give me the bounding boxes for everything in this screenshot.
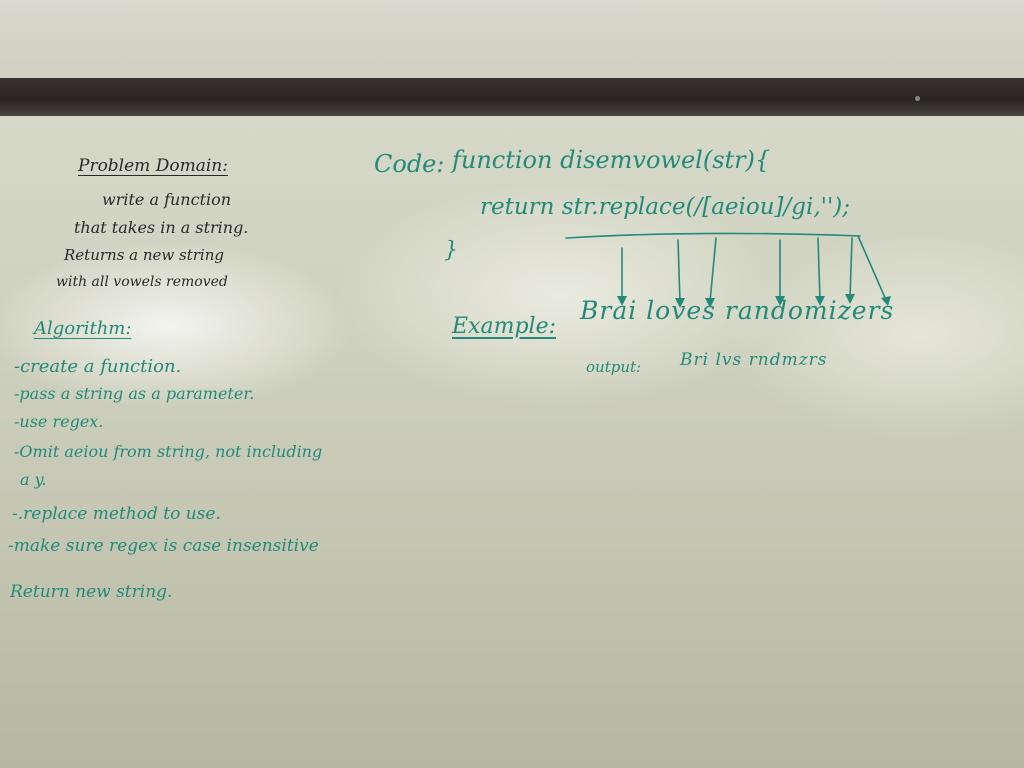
algorithm-step-7: Return new string. xyxy=(10,582,173,602)
algorithm-step-2: -pass a string as a parameter. xyxy=(14,384,255,403)
example-output-label: output: xyxy=(586,358,642,376)
bracket-curve xyxy=(565,232,861,239)
algorithm-step-6: -make sure regex is case insensitive xyxy=(8,536,319,556)
arrow-head xyxy=(845,294,855,304)
problem-line-2: that takes in a string. xyxy=(74,218,249,237)
arrow-line xyxy=(849,237,853,299)
algorithm-step-1: -create a function. xyxy=(14,356,182,377)
example-output: Bri lvs rndmzrs xyxy=(680,350,828,370)
problem-domain-heading: Problem Domain: xyxy=(78,156,228,176)
problem-line-3: Returns a new string xyxy=(64,246,224,264)
algorithm-step-4: -Omit aeiou from string, not including xyxy=(14,442,323,461)
arrow-head xyxy=(881,296,891,306)
arrow-line xyxy=(817,237,821,301)
code-line-1: function disemvowel(str){ xyxy=(452,146,771,174)
algorithm-step-4-cont: a y. xyxy=(20,470,47,489)
algorithm-heading: Algorithm: xyxy=(34,318,132,339)
arrow-head xyxy=(775,296,785,306)
arrow-line xyxy=(709,237,717,303)
wall xyxy=(0,0,1024,80)
rail-screw xyxy=(915,96,920,101)
arrow-head xyxy=(617,296,627,306)
arrow-line xyxy=(857,235,887,301)
code-line-2: return str.replace(/[aeiou]/gi,''); xyxy=(480,194,851,220)
whiteboard xyxy=(0,116,1024,768)
algorithm-step-5: -.replace method to use. xyxy=(12,504,221,524)
algorithm-step-3: -use regex. xyxy=(14,412,104,431)
problem-line-4: with all vowels removed xyxy=(56,274,228,290)
arrow-line xyxy=(677,239,681,303)
problem-line-1: write a function xyxy=(102,190,232,209)
arrow-head xyxy=(815,296,825,306)
code-label: Code: xyxy=(374,150,445,178)
whiteboard-rail xyxy=(0,78,1024,116)
example-label: Example: xyxy=(452,314,556,339)
arrow-head xyxy=(675,298,685,308)
arrow-head xyxy=(705,298,715,308)
code-line-3: } xyxy=(444,238,458,263)
example-input: Brai loves randomizers xyxy=(580,296,895,325)
